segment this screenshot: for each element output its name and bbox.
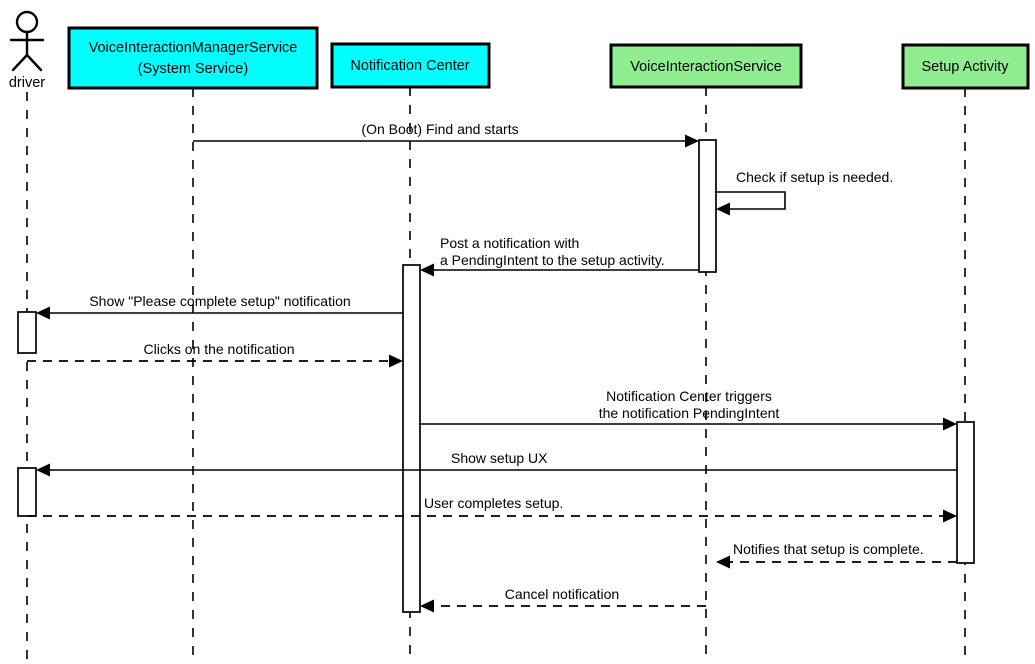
message-9-label: Notifies that setup is complete.	[733, 541, 924, 557]
message-4-arrowhead-icon	[36, 306, 50, 320]
message-1-arrowhead-icon	[685, 134, 699, 148]
participant-label-notification-center: Notification Center	[350, 58, 469, 74]
activation-bars	[17, 139, 975, 613]
activation-bar-notification-center	[402, 264, 421, 613]
message-3-label-line2: a PendingIntent to the setup activity.	[440, 252, 665, 268]
participant-box-vims[interactable]	[67, 26, 319, 90]
activation-bar-driver-1	[17, 311, 37, 354]
participant-label-vims-line2: (System Service)	[138, 61, 248, 77]
message-2-line	[716, 191, 786, 210]
message-7-label: Show setup UX	[451, 450, 548, 466]
message-8-label: User completes setup.	[424, 495, 563, 511]
participant-box-setup-activity[interactable]	[901, 43, 1030, 90]
message-7-arrowhead-icon	[36, 463, 50, 477]
message-8-user-completes-setup[interactable]: User completes setup.	[27, 495, 957, 523]
message-5-label: Clicks on the notification	[144, 341, 295, 357]
participant-label-setup-activity: Setup Activity	[921, 59, 1009, 75]
message-7-show-setup-ux[interactable]: Show setup UX	[36, 450, 957, 477]
message-2-check-if-setup-is-needed[interactable]: Check if setup is needed.	[716, 169, 893, 216]
participant-vis[interactable]: VoiceInteractionService	[609, 43, 803, 89]
message-3-arrowhead-icon	[420, 263, 434, 277]
message-6-arrowhead-icon	[943, 417, 957, 431]
message-4-label: Show "Please complete setup" notificatio…	[89, 293, 350, 309]
participant-label-vis: VoiceInteractionService	[630, 59, 782, 75]
message-10-label: Cancel notification	[505, 586, 619, 602]
message-3-post-a-notification[interactable]: Post a notification with a PendingIntent…	[420, 235, 699, 277]
message-4-show-please-complete-setup-notification[interactable]: Show "Please complete setup" notificatio…	[36, 293, 403, 320]
message-5-arrowhead-icon	[389, 354, 403, 368]
actor-right-leg-icon	[25, 53, 43, 72]
participant-setup-activity[interactable]: Setup Activity	[901, 43, 1030, 90]
message-2-arrowhead-icon	[716, 202, 730, 216]
message-5-clicks-on-the-notification[interactable]: Clicks on the notification	[27, 341, 403, 368]
message-1-on-boot-find-and-starts[interactable]: (On Boot) Find and starts	[193, 121, 699, 148]
message-9-arrowhead-icon	[716, 555, 730, 569]
activation-bar-setup-activity	[956, 421, 975, 564]
message-9-notifies-that-setup-is-complete[interactable]: Notifies that setup is complete.	[716, 541, 957, 569]
participant-notification-center[interactable]: Notification Center	[330, 42, 491, 89]
participant-label-driver: driver	[9, 75, 45, 91]
message-6-notification-center-triggers-pendingintent[interactable]: Notification Center triggers the notific…	[420, 388, 957, 431]
actor-left-leg-icon	[11, 53, 29, 72]
participant-driver[interactable]: driver	[9, 10, 45, 91]
message-3-label-line1: Post a notification with	[440, 235, 579, 251]
participant-label-vims-line1: VoiceInteractionManagerService	[89, 40, 298, 56]
message-6-label-line1: Notification Center triggers	[606, 388, 772, 404]
activation-bar-vis	[698, 139, 717, 273]
message-8-arrowhead-icon	[943, 509, 957, 523]
message-6-label-line2: the notification PendingIntent	[599, 405, 780, 421]
participant-box-notification-center[interactable]	[330, 42, 491, 89]
message-10-arrowhead-icon	[420, 599, 434, 613]
participant-box-vis[interactable]	[609, 43, 803, 89]
activation-bar-driver-2	[17, 467, 37, 517]
message-10-cancel-notification[interactable]: Cancel notification	[420, 586, 706, 613]
message-2-label: Check if setup is needed.	[736, 169, 893, 185]
message-1-label: (On Boot) Find and starts	[361, 121, 518, 137]
actor-head-icon	[15, 10, 39, 34]
participant-vims[interactable]: VoiceInteractionManagerService (System S…	[67, 26, 319, 90]
